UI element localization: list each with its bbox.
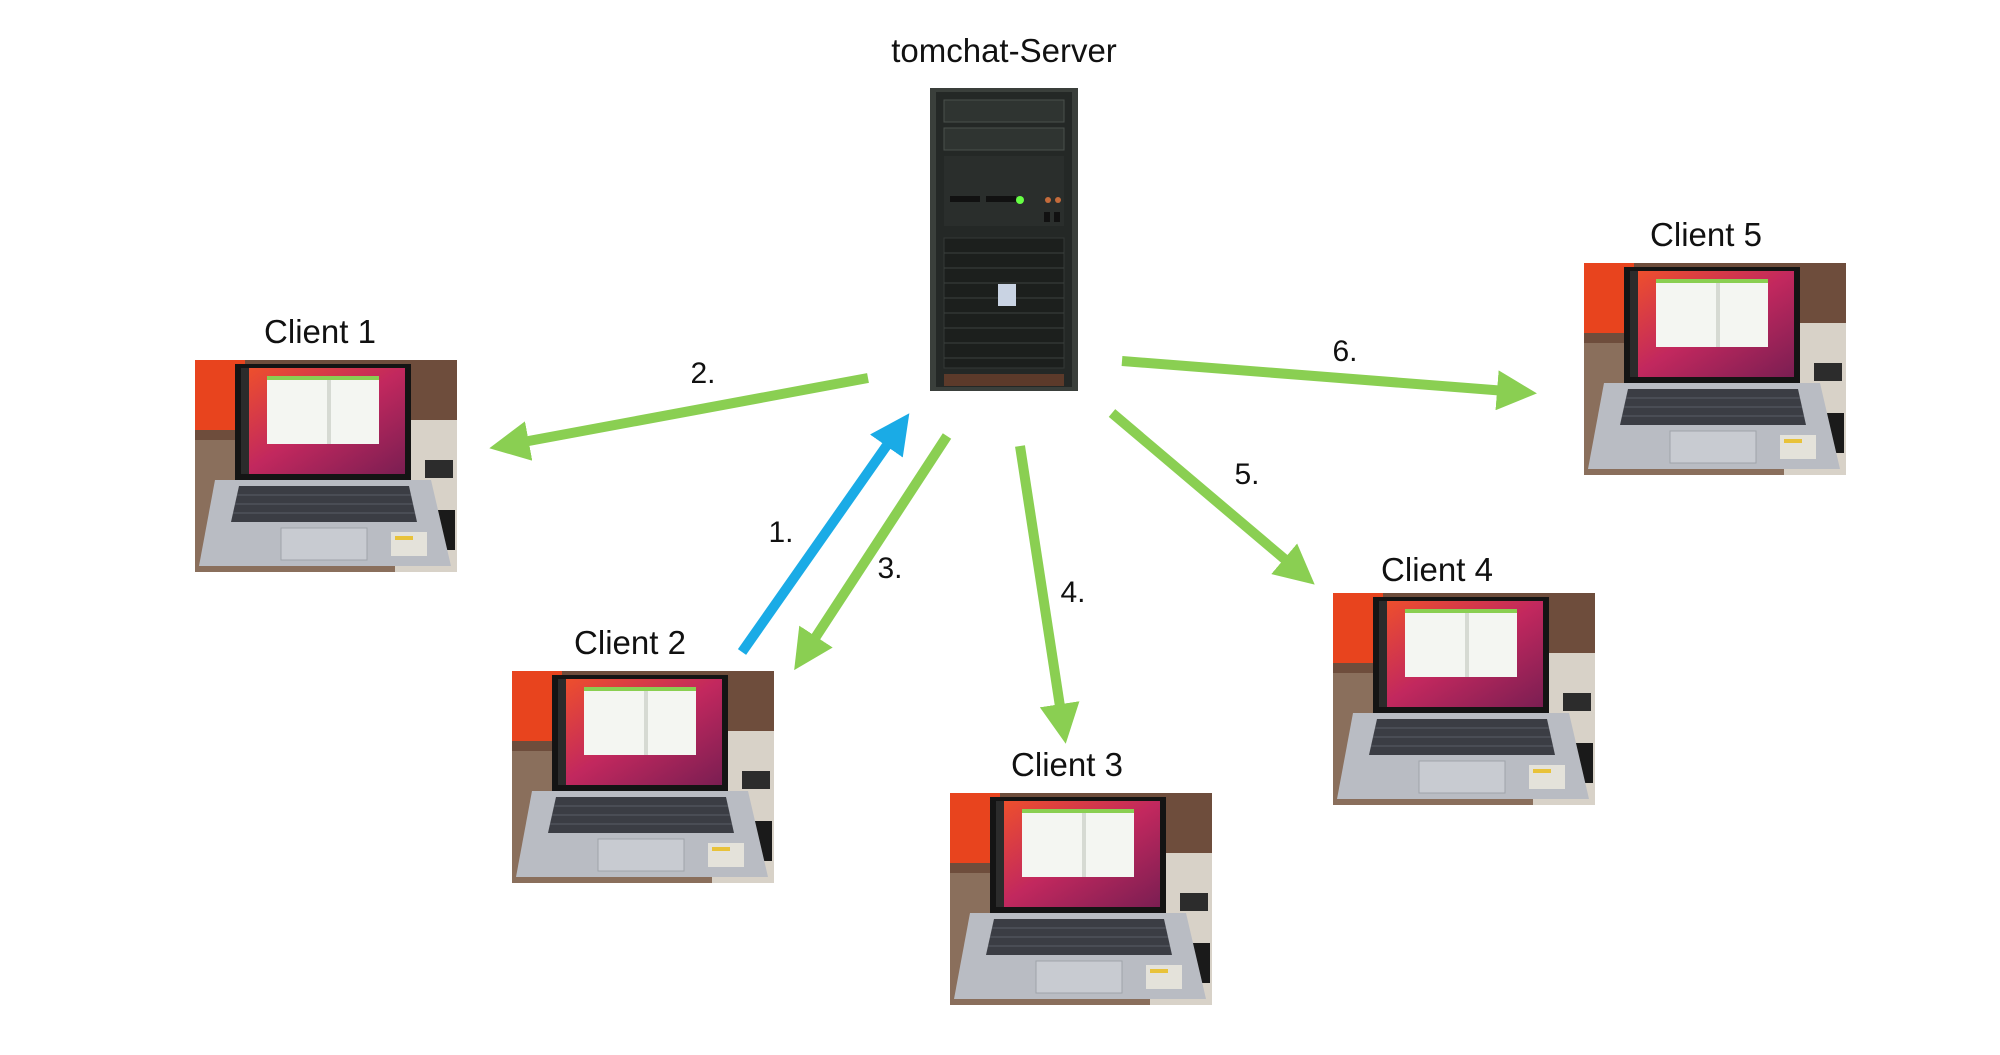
client-5-label: Client 5 — [1650, 216, 1762, 253]
arrow-step-6 — [1121, 356, 1537, 411]
step-3-label: 3. — [877, 552, 903, 585]
step-4-label: 4. — [1060, 576, 1086, 609]
client-2-label: Client 2 — [574, 624, 686, 661]
server-tower-image — [930, 88, 1078, 391]
arrow-step-3 — [794, 433, 952, 671]
client-4-label: Client 4 — [1381, 551, 1493, 588]
step-6-label: 6. — [1332, 335, 1358, 368]
step-2-label: 2. — [690, 357, 716, 390]
arrow-step-1 — [737, 413, 910, 655]
arrow-step-4 — [1015, 445, 1080, 744]
client-3-label: Client 3 — [1011, 746, 1123, 783]
arrow-step-5 — [1108, 409, 1315, 585]
arrow-step-2 — [489, 373, 869, 461]
client-1-label: Client 1 — [264, 313, 376, 350]
step-1-label: 1. — [768, 516, 794, 549]
step-5-label: 5. — [1234, 458, 1260, 491]
server-label: tomchat-Server — [891, 32, 1117, 69]
